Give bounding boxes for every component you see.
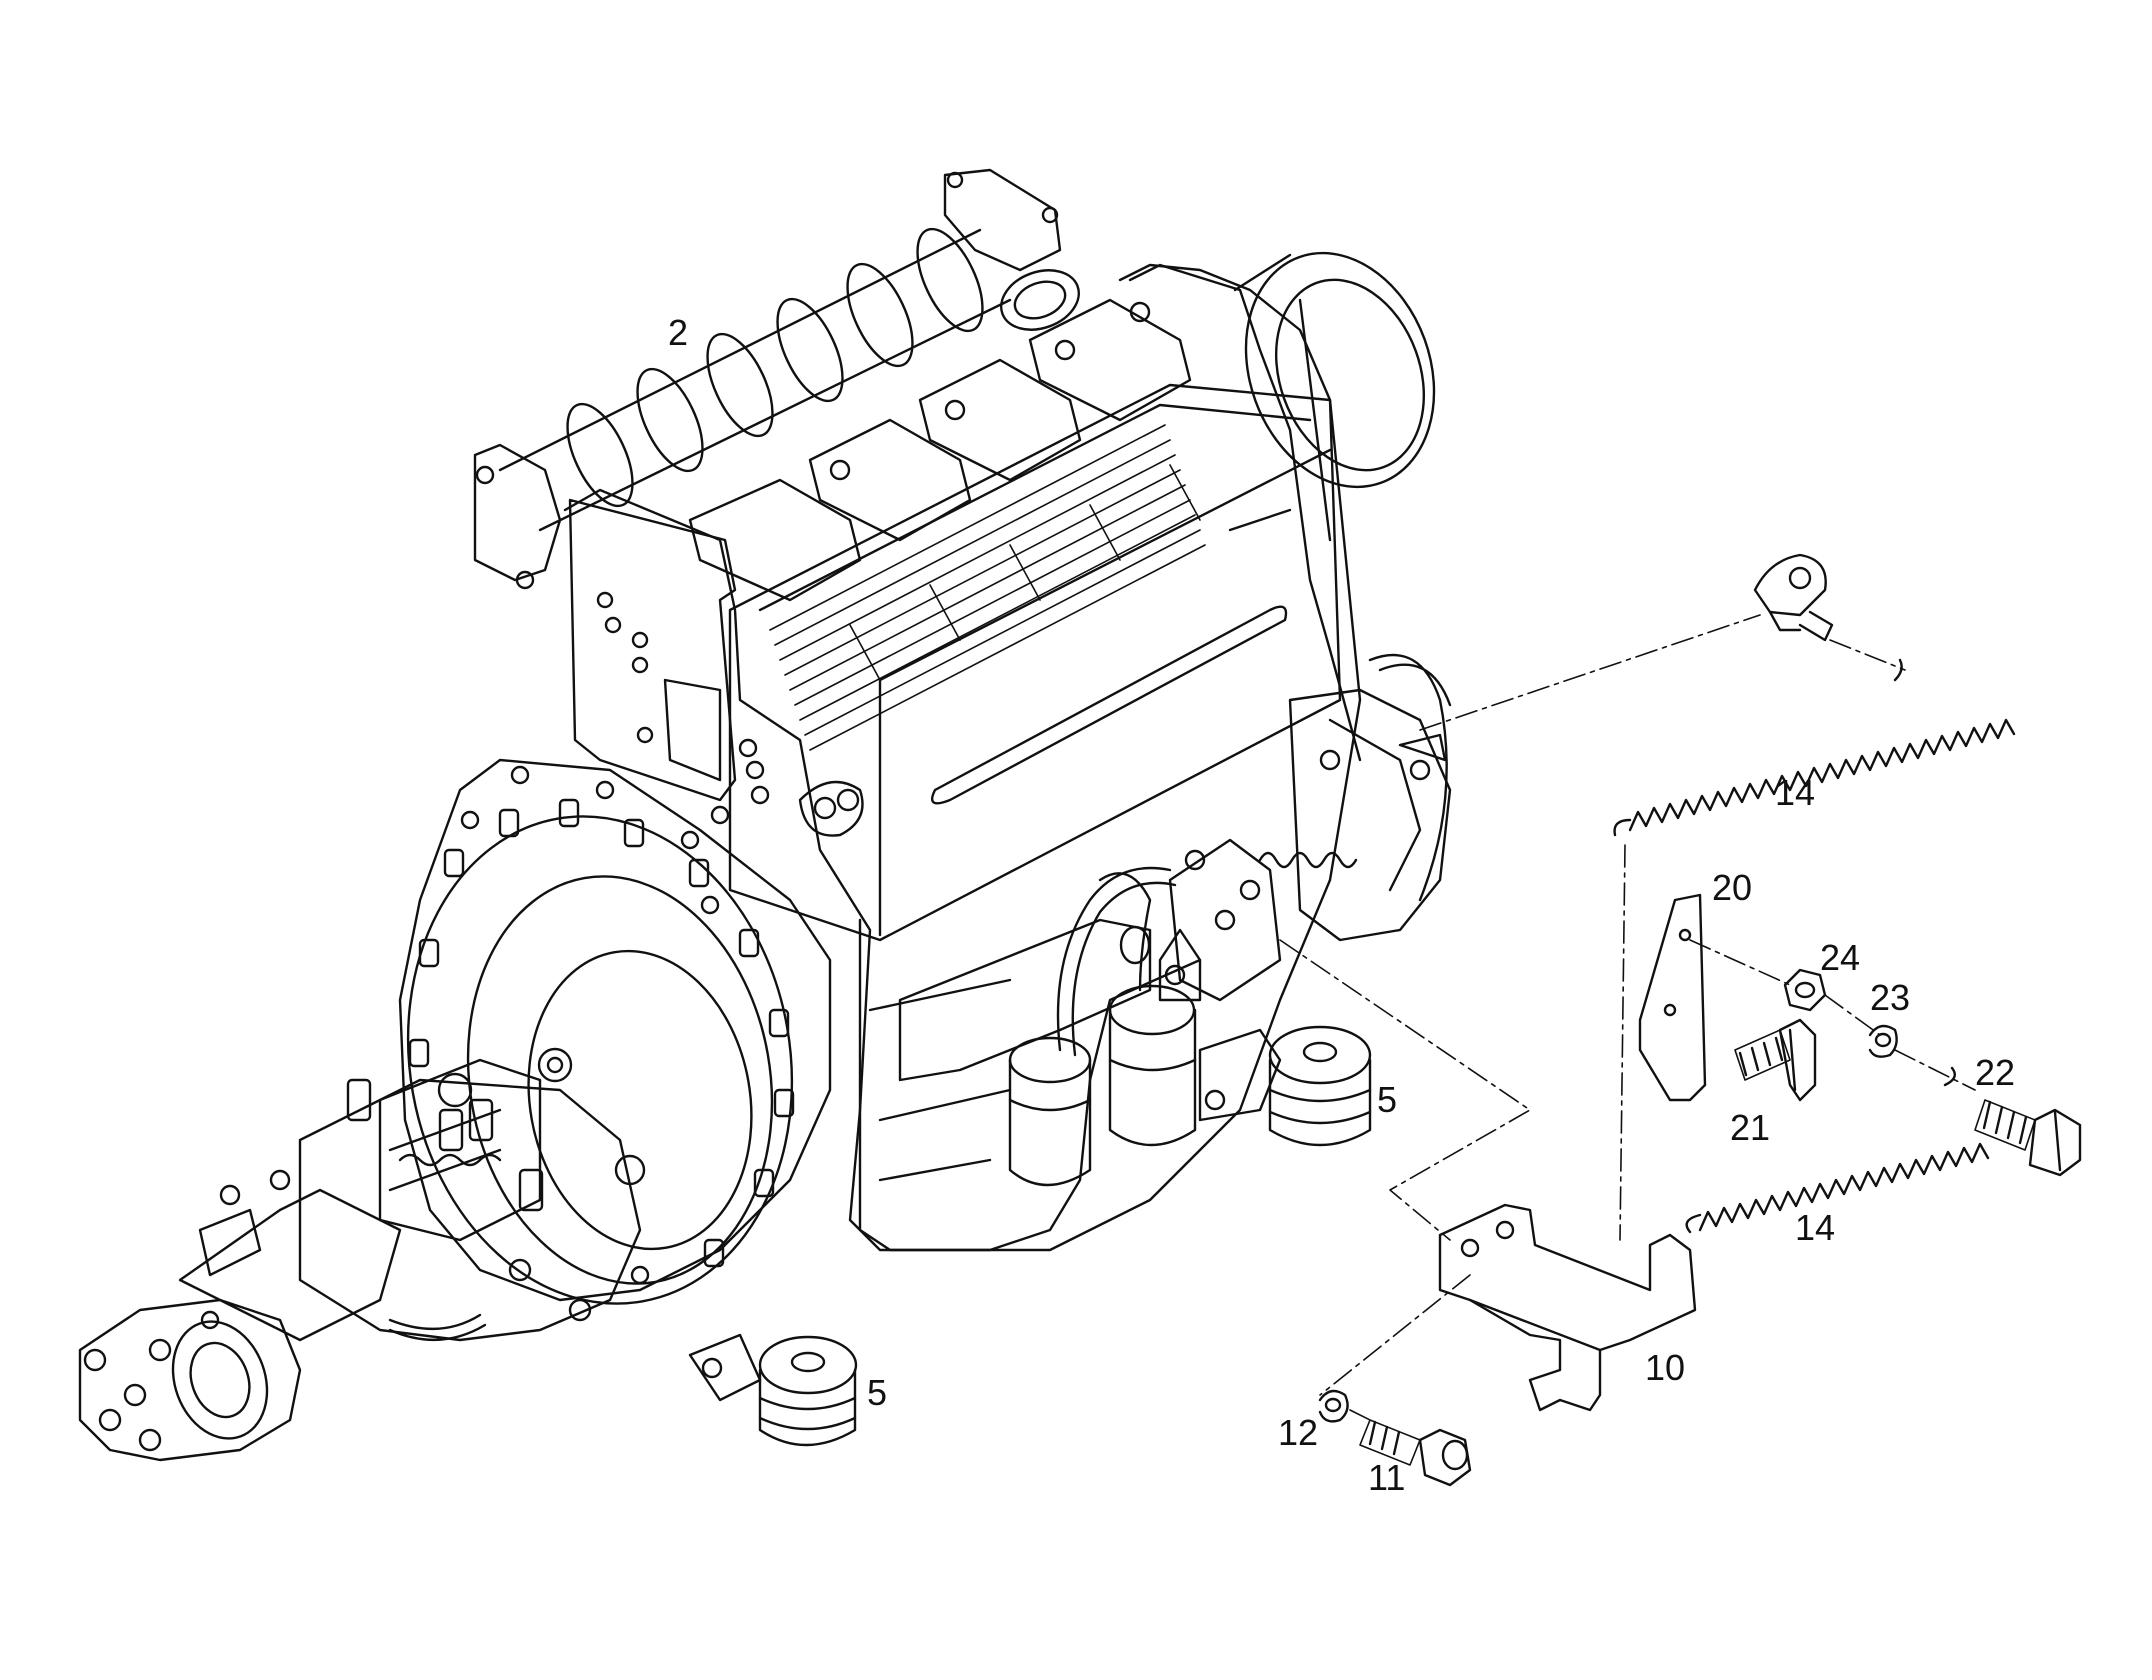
filter-canister-left <box>1010 1060 1090 1185</box>
crankcase-lower <box>860 920 1200 1250</box>
callout-23: 23 <box>1870 977 1910 1018</box>
governor-linkage <box>1260 655 1450 940</box>
shroud-slot <box>932 607 1286 804</box>
engine-housing-outline <box>565 265 1360 1250</box>
spring-lower <box>1700 1144 1988 1230</box>
plate-bolts <box>598 593 768 823</box>
pump-fittings <box>348 1049 644 1320</box>
callout-14-lower: 14 <box>1795 1207 1835 1248</box>
callout-24: 24 <box>1820 937 1860 978</box>
bracket-10 <box>1440 1205 1695 1410</box>
muffler-flange-right <box>945 170 1060 270</box>
engine-mount-right <box>1200 1027 1370 1145</box>
callout-10: 10 <box>1645 1347 1685 1388</box>
left-side-plate <box>570 500 735 800</box>
plate-20 <box>1640 895 1705 1100</box>
injection-pump <box>1170 840 1280 1000</box>
bolt-21 <box>1735 1020 1815 1100</box>
flywheel-bolts <box>410 767 793 1283</box>
fan-housing <box>1130 265 1360 760</box>
governor-spring <box>1260 853 1356 867</box>
governor-housing <box>1290 690 1450 940</box>
left-plate-inner <box>665 680 720 780</box>
callout-5-left: 5 <box>867 1372 887 1413</box>
valve-covers <box>690 300 1190 600</box>
hydraulic-pump-assembly <box>80 1049 644 1460</box>
pump-hose <box>390 1315 485 1340</box>
washer-23 <box>1870 1026 1897 1057</box>
washer-12 <box>1320 1391 1348 1421</box>
shroud-front-face <box>880 450 1330 935</box>
spring-upper <box>1630 720 2014 830</box>
engine-mount-left <box>690 1335 856 1445</box>
rod-end <box>1755 555 1832 640</box>
exhaust-muffler <box>475 170 1087 588</box>
flywheel-outer <box>370 786 829 1335</box>
gear-pump <box>80 1300 300 1460</box>
hose-loop <box>1058 868 1175 1055</box>
pump-adapter <box>180 1190 400 1340</box>
shroud-box <box>730 385 1340 940</box>
nut-24 <box>1785 970 1825 1010</box>
shroud-oval-cutout <box>800 782 863 836</box>
fan-pulley <box>1130 226 1466 760</box>
cooling-shroud <box>730 385 1340 940</box>
callout-20: 20 <box>1712 867 1752 908</box>
callout-21: 21 <box>1730 1107 1770 1148</box>
muffler-flange-left <box>475 445 560 580</box>
callouts: 2 5 5 10 11 12 14 14 20 21 22 23 24 <box>668 312 2015 1498</box>
callout-22: 22 <box>1975 1052 2015 1093</box>
shroud-top-edge <box>760 405 1310 610</box>
filter-canister-right <box>1110 1010 1195 1145</box>
flywheel-housing <box>370 760 830 1334</box>
muffler-body <box>500 230 1010 530</box>
crankcase-rib <box>870 980 1010 1180</box>
callout-2: 2 <box>668 312 688 353</box>
callout-11: 11 <box>1368 1457 1405 1498</box>
valve-spring <box>400 1155 500 1165</box>
callout-14-upper: 14 <box>1775 772 1815 813</box>
cooling-fins <box>770 425 1205 750</box>
bellhousing-flange <box>400 760 830 1300</box>
bolt-22 <box>1975 1100 2080 1175</box>
callout-5-right: 5 <box>1377 1079 1397 1120</box>
wiring <box>1370 655 1450 900</box>
engine-block <box>565 265 1360 1250</box>
callout-12: 12 <box>1278 1412 1318 1453</box>
leader-lines <box>1280 615 1975 1420</box>
filters-and-hoses <box>1010 840 1280 1185</box>
bolt-11 <box>1360 1420 1470 1485</box>
oil-pan <box>900 920 1150 1080</box>
muffler-outlet <box>993 260 1087 340</box>
flywheel-inner <box>437 852 804 1308</box>
